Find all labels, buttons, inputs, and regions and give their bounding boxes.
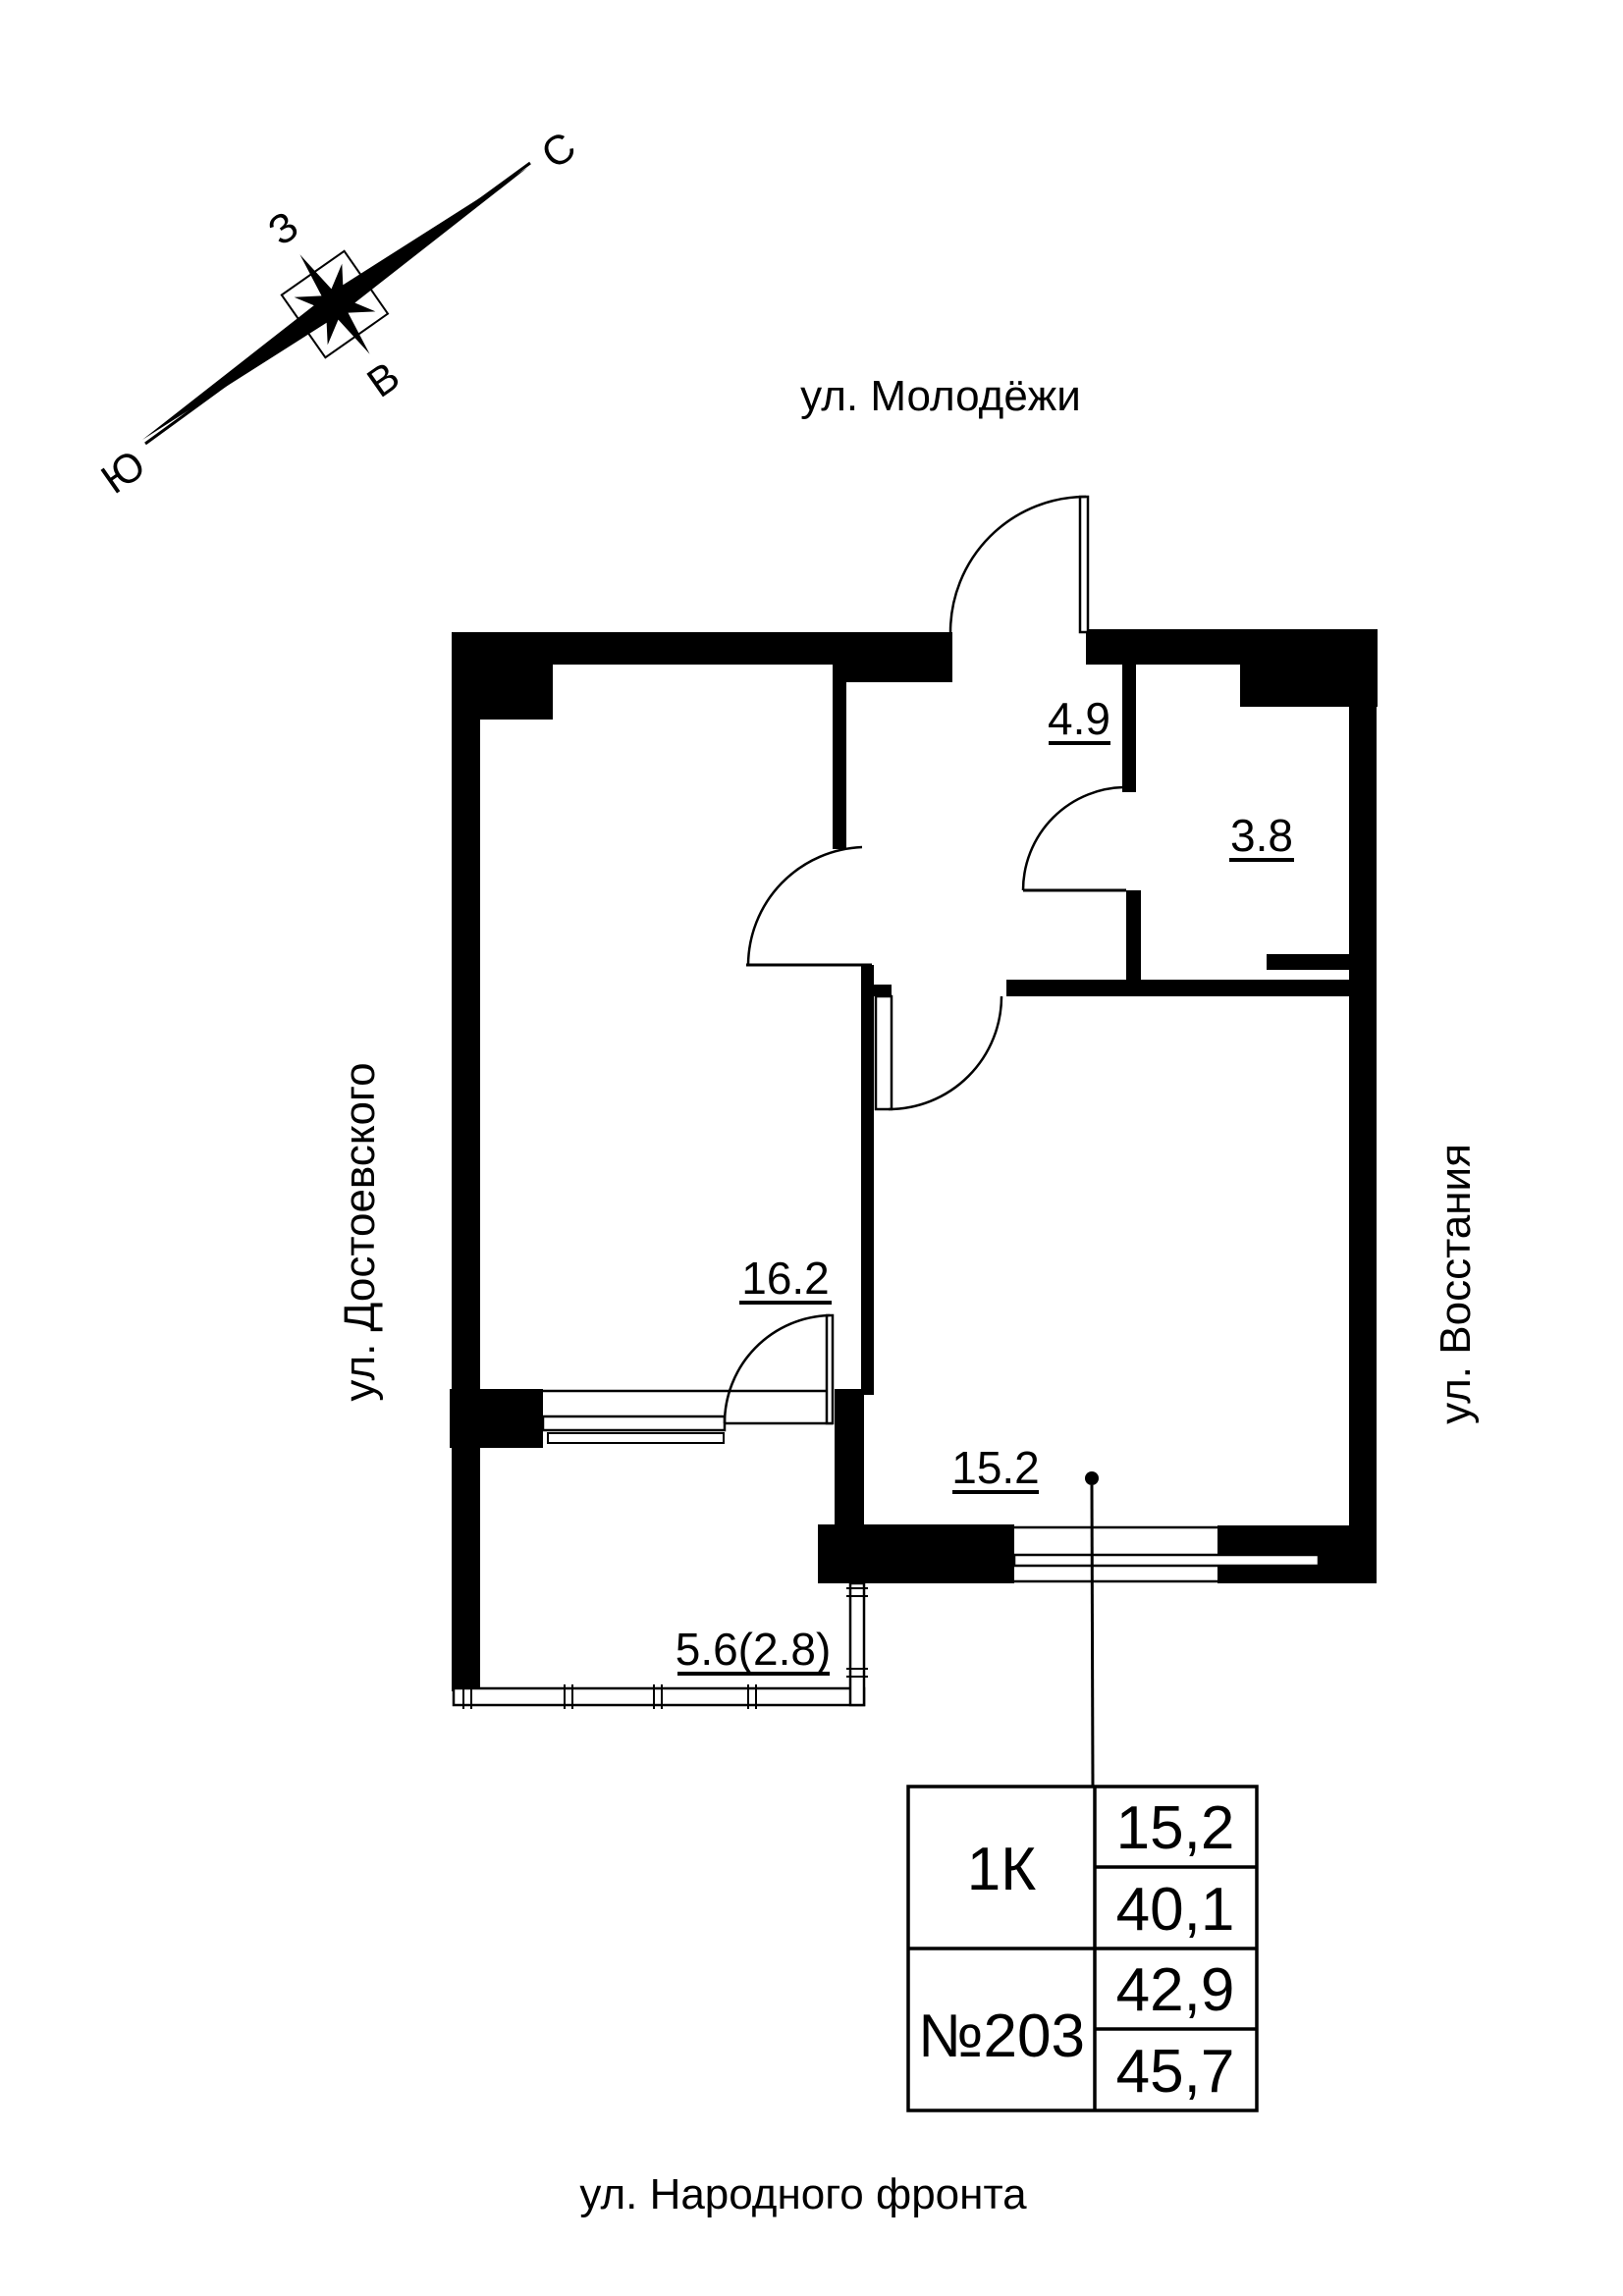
windows xyxy=(452,1389,1321,1709)
wall-bathroom-jamb xyxy=(1126,890,1141,984)
table-cell-type: 1К xyxy=(967,1836,1037,1903)
wall-top-right-pier xyxy=(1240,665,1378,707)
room-area-bathroom: 3.8 xyxy=(1230,810,1293,861)
wall-bathroom-bottom xyxy=(1267,954,1349,970)
compass-letter-north: С xyxy=(533,123,584,178)
window-living-frame xyxy=(541,1415,727,1432)
street-label-left: ул. Достоевского xyxy=(336,1062,384,1401)
compass-letter-east: В xyxy=(358,352,407,406)
leader-line xyxy=(1090,1484,1095,1788)
compass-letter-west: З xyxy=(259,202,306,254)
street-label-top: ул. Молодёжи xyxy=(800,372,1081,420)
leader xyxy=(1085,1471,1099,1788)
table-cell-value-2: 40,1 xyxy=(1116,1876,1235,1944)
wall-left xyxy=(452,665,480,1691)
room-area-152: 15.2 xyxy=(951,1442,1040,1493)
wall-loggia-block xyxy=(818,1524,1014,1583)
wall-top-inner-strip xyxy=(844,665,952,682)
wall-room-divider xyxy=(861,965,874,1395)
room-area-loggia: 5.6(2.8) xyxy=(676,1624,832,1675)
wall-bathroom-left xyxy=(1122,665,1136,792)
wall-window-pier-left xyxy=(450,1389,543,1448)
walls xyxy=(450,629,1378,1691)
compass-rose: С Ю З В xyxy=(92,123,583,503)
street-label-bottom: ул. Народного фронта xyxy=(579,2170,1027,2218)
window-living-sill xyxy=(547,1432,725,1444)
loggia-glazing-right xyxy=(848,1581,866,1707)
balcony-door-leaf xyxy=(825,1313,835,1425)
entrance-door-arc xyxy=(948,495,1087,633)
room-area-living: 16.2 xyxy=(741,1253,830,1304)
wall-door-hinge-stub xyxy=(874,985,892,996)
compass-frame-square xyxy=(280,249,390,359)
room152-door-arc xyxy=(888,995,1003,1111)
table-cell-value-1: 15,2 xyxy=(1116,1794,1235,1862)
compass-letter-south: Ю xyxy=(92,441,153,503)
table-cell-apartment-number: №203 xyxy=(918,2002,1085,2070)
entrance-door-leaf xyxy=(1078,495,1090,634)
wall-top-right xyxy=(1086,629,1378,665)
table-cell-value-3: 42,9 xyxy=(1116,1956,1235,2024)
wall-balcony-pier xyxy=(835,1389,864,1524)
living-door-arc xyxy=(746,845,863,966)
room-area-hallway: 4.9 xyxy=(1048,693,1110,744)
table-cell-value-4: 45,7 xyxy=(1116,2038,1235,2106)
wall-hallway-partition xyxy=(833,665,846,849)
wall-room152-top xyxy=(1006,980,1349,996)
room152-door-leaf xyxy=(874,994,893,1111)
leader-dot xyxy=(1085,1471,1099,1485)
info-table: 1К №203 15,2 40,1 42,9 45,7 xyxy=(906,1785,1259,2112)
loggia-glazing-bottom xyxy=(452,1686,866,1707)
window-152-frame xyxy=(1012,1553,1321,1568)
street-labels: ул. Молодёжи ул. Народного фронта ул. До… xyxy=(336,372,1480,2218)
wall-right xyxy=(1349,707,1377,1583)
room-area-labels: 4.9 3.8 16.2 15.2 5.6(2.8) xyxy=(676,693,1294,1676)
compass-star xyxy=(285,254,385,354)
balcony-door-arc xyxy=(723,1313,831,1424)
bathroom-door-arc xyxy=(1021,785,1127,891)
street-label-right: ул. Восстания xyxy=(1432,1144,1480,1424)
doors xyxy=(723,495,1127,1425)
